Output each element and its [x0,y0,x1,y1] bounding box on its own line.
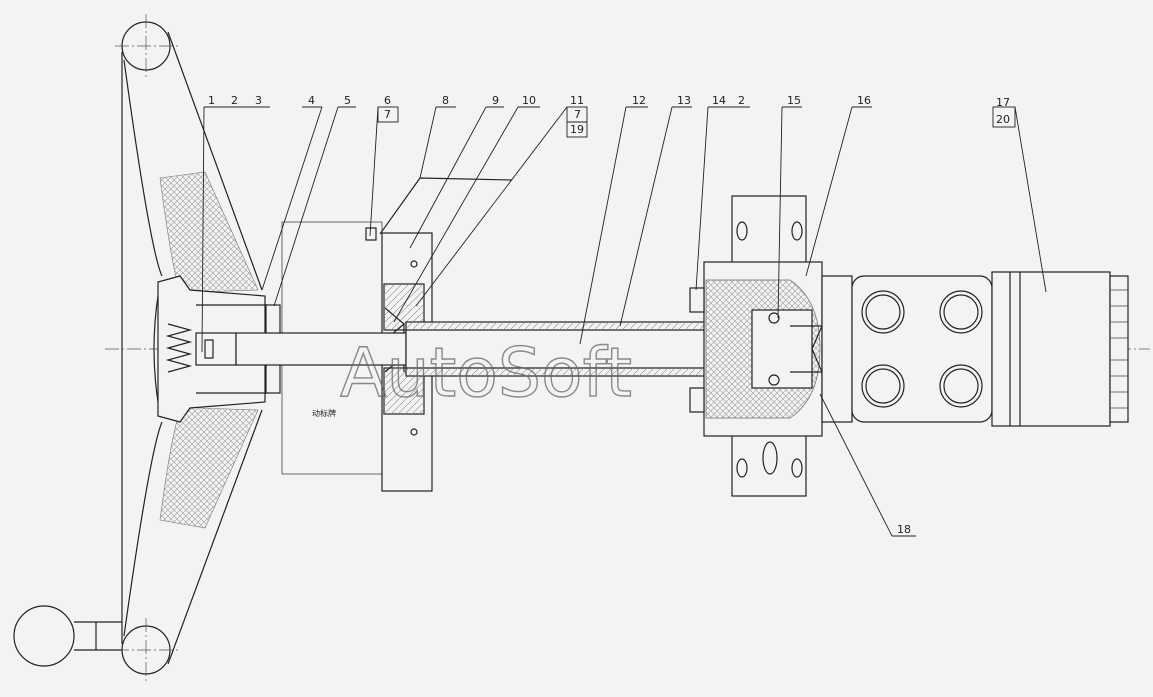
mounting-housing [689,195,823,497]
callout-14: 14 [712,94,726,107]
steering-shaft [235,321,751,377]
spring [165,323,193,373]
callout-12: 12 [632,94,646,107]
callout-13: 13 [677,94,691,107]
callout-15: 15 [787,94,801,107]
watermark: AutoSoft [340,334,632,413]
callout-6-sub: 7 [384,108,391,121]
callout-9: 9 [492,94,499,107]
callout-6: 6 [384,94,391,107]
hub-cap [153,275,281,423]
callout-14-2: 2 [738,94,745,107]
steering-control-unit [821,271,1129,427]
callout-17-sub: 20 [996,113,1010,126]
callout-10: 10 [522,94,536,107]
callout-16: 16 [857,94,871,107]
callout-4: 4 [308,94,315,107]
callout-18: 18 [897,523,911,536]
callout-3: 3 [255,94,262,107]
leader-lines [201,106,1047,537]
panel-text: 动标牌 [312,408,336,418]
callout-5: 5 [344,94,351,107]
callout-8: 8 [442,94,449,107]
callouts: 1 2 3 4 5 6 7 8 9 10 11 7 19 12 13 14 2 … [208,94,1010,536]
callout-11-sub-a: 7 [574,108,581,121]
callout-2: 2 [231,94,238,107]
callout-11-sub-b: 19 [570,123,584,136]
callout-11: 11 [570,94,584,107]
callout-1: 1 [208,94,215,107]
callout-17: 17 [996,96,1010,109]
